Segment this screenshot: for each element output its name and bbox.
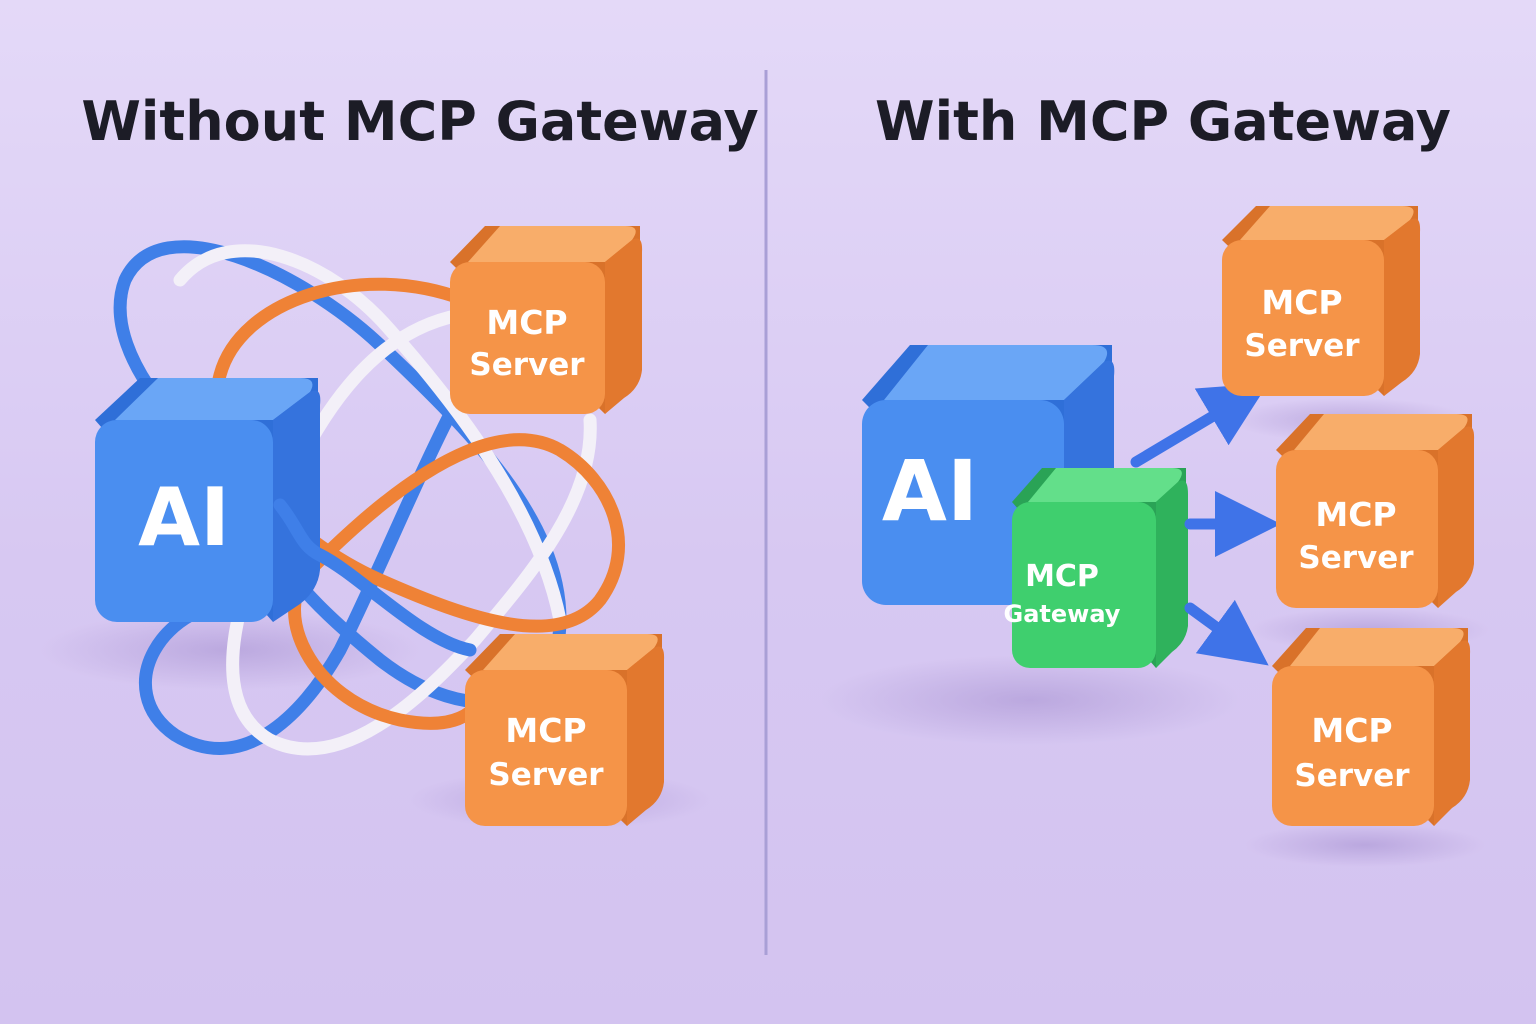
- arrow-to-bottom-server: [1184, 599, 1269, 666]
- left-panel: Without MCP Gateway AI MCP S: [40, 90, 759, 830]
- gateway-label-line1: MCP: [1025, 559, 1099, 594]
- right-panel-title: With MCP Gateway: [875, 90, 1451, 153]
- ai-label: AI: [138, 471, 230, 564]
- arrow-to-top-server: [1130, 383, 1269, 468]
- server-cube: MCP Server: [1272, 628, 1471, 826]
- wire-plug: [273, 498, 477, 657]
- gateway-arrows: [1130, 383, 1281, 666]
- wire-white: [173, 244, 597, 756]
- ai-label: AI: [882, 442, 978, 540]
- wire-orange: [210, 277, 626, 730]
- server-cube: MCP Server: [1276, 414, 1475, 608]
- server-label-line2: Server: [488, 757, 604, 793]
- server-label-line2: Server: [1294, 758, 1410, 794]
- server-label-line1: MCP: [505, 711, 586, 750]
- ai-shadow: [820, 655, 1240, 745]
- gateway-cube: MCP Gateway: [1004, 468, 1188, 668]
- server-label-line1: MCP: [486, 303, 567, 342]
- server-label-line1: MCP: [1261, 283, 1342, 322]
- server-label-line2: Server: [1244, 328, 1360, 364]
- server-label-line2: Server: [469, 347, 585, 383]
- server-cube: MCP Server: [450, 226, 643, 414]
- left-panel-title: Without MCP Gateway: [81, 90, 758, 153]
- server-label-line2: Server: [1298, 540, 1414, 576]
- server-shadow: [1245, 823, 1485, 867]
- server-cube: MCP Server: [1222, 206, 1421, 396]
- right-panel: With MCP Gateway AI MCP Gateway: [820, 90, 1490, 867]
- tangled-wires: [113, 240, 626, 756]
- ai-cube: AI: [95, 378, 321, 622]
- server-cube: MCP Server: [465, 634, 665, 826]
- server-label-line1: MCP: [1311, 711, 1392, 750]
- gateway-label-line2: Gateway: [1004, 600, 1121, 628]
- server-label-line1: MCP: [1315, 495, 1396, 534]
